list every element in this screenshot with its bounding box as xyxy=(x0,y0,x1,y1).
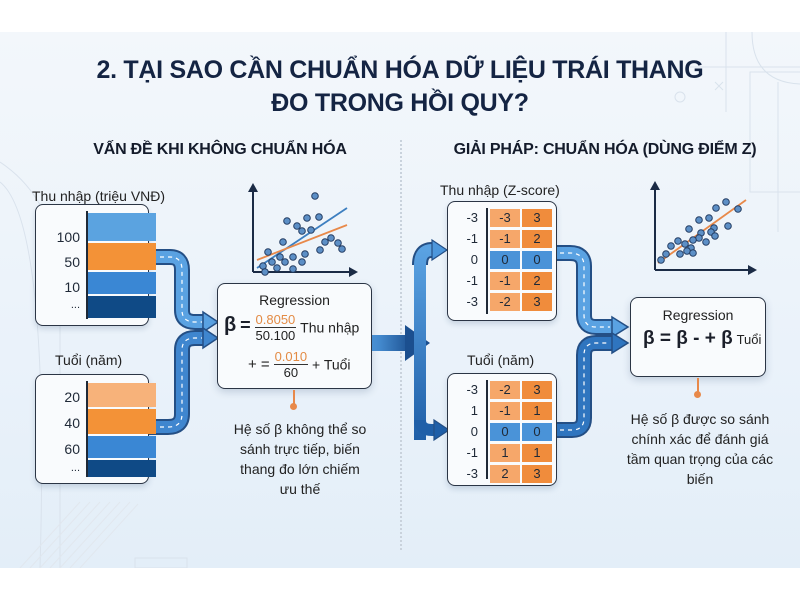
z-row-label: -3 xyxy=(466,382,478,397)
z-cell: 3 xyxy=(522,381,552,399)
z-row-label: -3 xyxy=(466,294,478,309)
z-cell: 0 xyxy=(490,251,520,269)
regression-equation-line-2: + = 0.010 60 + Tuổi xyxy=(248,349,351,380)
income-bar-3 xyxy=(88,272,156,294)
age-tick: 60 xyxy=(64,441,80,457)
z-row-label: 1 xyxy=(470,403,478,418)
income-bar-4 xyxy=(88,296,156,318)
regression-card-standardized: Regression β = β - + β Tuổi xyxy=(630,297,766,377)
z-cell: -1 xyxy=(490,402,520,420)
z-row-label: 0 xyxy=(470,252,478,267)
age-bar-2 xyxy=(88,409,156,434)
left-note: Hệ số β không thể so sánh trực tiếp, biế… xyxy=(233,421,367,497)
z-cell: 0 xyxy=(522,251,552,269)
scatter-plot-unscaled-icon xyxy=(248,183,358,277)
z-cell: 3 xyxy=(522,465,552,483)
z-cell: -2 xyxy=(490,381,520,399)
z-cell: 2 xyxy=(522,272,552,290)
beta-symbol: β xyxy=(224,314,237,337)
regression-title: Regression xyxy=(259,292,330,308)
age-coefficient-fraction: 0.010 60 xyxy=(273,349,309,380)
page-title: 2. TẠI SAO CẦN CHUẨN HÓA DỮ LIỆU TRÁI TH… xyxy=(0,54,800,120)
scatter-plot-standardized-icon xyxy=(650,181,757,275)
age-bar-3 xyxy=(88,436,156,458)
note-connector-dot xyxy=(290,403,297,410)
note-connector xyxy=(697,378,699,394)
income-bar-1 xyxy=(88,213,156,241)
age-bar-1 xyxy=(88,383,156,407)
z-cell: 1 xyxy=(522,444,552,462)
z-cell: -3 xyxy=(490,209,520,227)
income-tick: ... xyxy=(70,299,80,311)
z-row-label: -1 xyxy=(466,273,478,288)
z-cell: -2 xyxy=(490,293,520,311)
age-tick: 40 xyxy=(64,415,80,431)
age-scale-card: 20 40 60 ... xyxy=(35,374,156,484)
z-row-label: -3 xyxy=(466,210,478,225)
z-income-label: Thu nhập (Z-score) xyxy=(440,182,560,198)
z-cell: 3 xyxy=(522,293,552,311)
z-age-axis xyxy=(486,380,488,479)
age-tick: ... xyxy=(70,462,80,474)
z-row-label: -1 xyxy=(466,231,478,246)
z-cell: -1 xyxy=(490,230,520,248)
z-cell: 0 xyxy=(490,423,520,441)
z-cell: -1 xyxy=(490,272,520,290)
income-tick: 50 xyxy=(64,254,80,270)
income-axis xyxy=(86,211,88,319)
right-section-heading: GIẢI PHÁP: CHUẨN HÓA (DÙNG ĐIỂM Z) xyxy=(453,141,757,158)
income-coefficient-fraction: 0.8050 50.100 xyxy=(254,312,297,343)
regression-equation: β = β - + β Tuổi xyxy=(643,328,762,349)
note-connector xyxy=(293,390,295,406)
z-cell: 1 xyxy=(490,444,520,462)
left-section-heading: VẤN ĐỀ KHI KHÔNG CHUẨN HÓA xyxy=(93,141,347,158)
z-age-to-regression-arrow-icon xyxy=(556,331,630,438)
income-bar-2 xyxy=(88,243,156,270)
income-to-regression-arrow-icon xyxy=(148,249,220,334)
z-income-axis xyxy=(486,208,488,314)
age-to-regression-arrow-icon xyxy=(148,326,220,435)
age-tick: 20 xyxy=(64,389,80,405)
income-label: Thu nhập (triệu VNĐ) xyxy=(32,188,166,204)
income-tick: 10 xyxy=(64,279,80,295)
age-bar-4 xyxy=(88,460,156,477)
z-row-label: -1 xyxy=(466,445,478,460)
age-axis xyxy=(86,381,88,477)
z-cell: 3 xyxy=(522,209,552,227)
regression-title: Regression xyxy=(662,307,734,323)
regression-equation-line-1: β = 0.8050 50.100 Thu nhập xyxy=(224,312,360,343)
note-connector-dot xyxy=(694,391,701,398)
right-note: Hệ số β được so sánh chính xác để đánh g… xyxy=(626,411,774,487)
z-cell: 2 xyxy=(522,230,552,248)
z-row-label: -3 xyxy=(466,466,478,481)
z-income-to-regression-arrow-icon xyxy=(556,245,630,339)
income-tick: 100 xyxy=(56,229,80,245)
age-label: Tuổi (năm) xyxy=(55,352,123,368)
z-cell: 1 xyxy=(522,402,552,420)
title-line-2: ĐO TRONG HỒI QUY? xyxy=(271,89,529,117)
split-arrow-icon xyxy=(372,238,451,442)
income-scale-card: 100 50 10 ... xyxy=(35,204,156,326)
z-age-label: Tuổi (năm) xyxy=(467,352,535,368)
regression-card-unscaled: Regression β = 0.8050 50.100 Thu nhập + … xyxy=(217,283,372,389)
z-cell: 2 xyxy=(490,465,520,483)
title-line-1: 2. TẠI SAO CẦN CHUẨN HÓA DỮ LIỆU TRÁI TH… xyxy=(96,56,704,84)
z-cell: 0 xyxy=(522,423,552,441)
z-row-label: 0 xyxy=(470,424,478,439)
